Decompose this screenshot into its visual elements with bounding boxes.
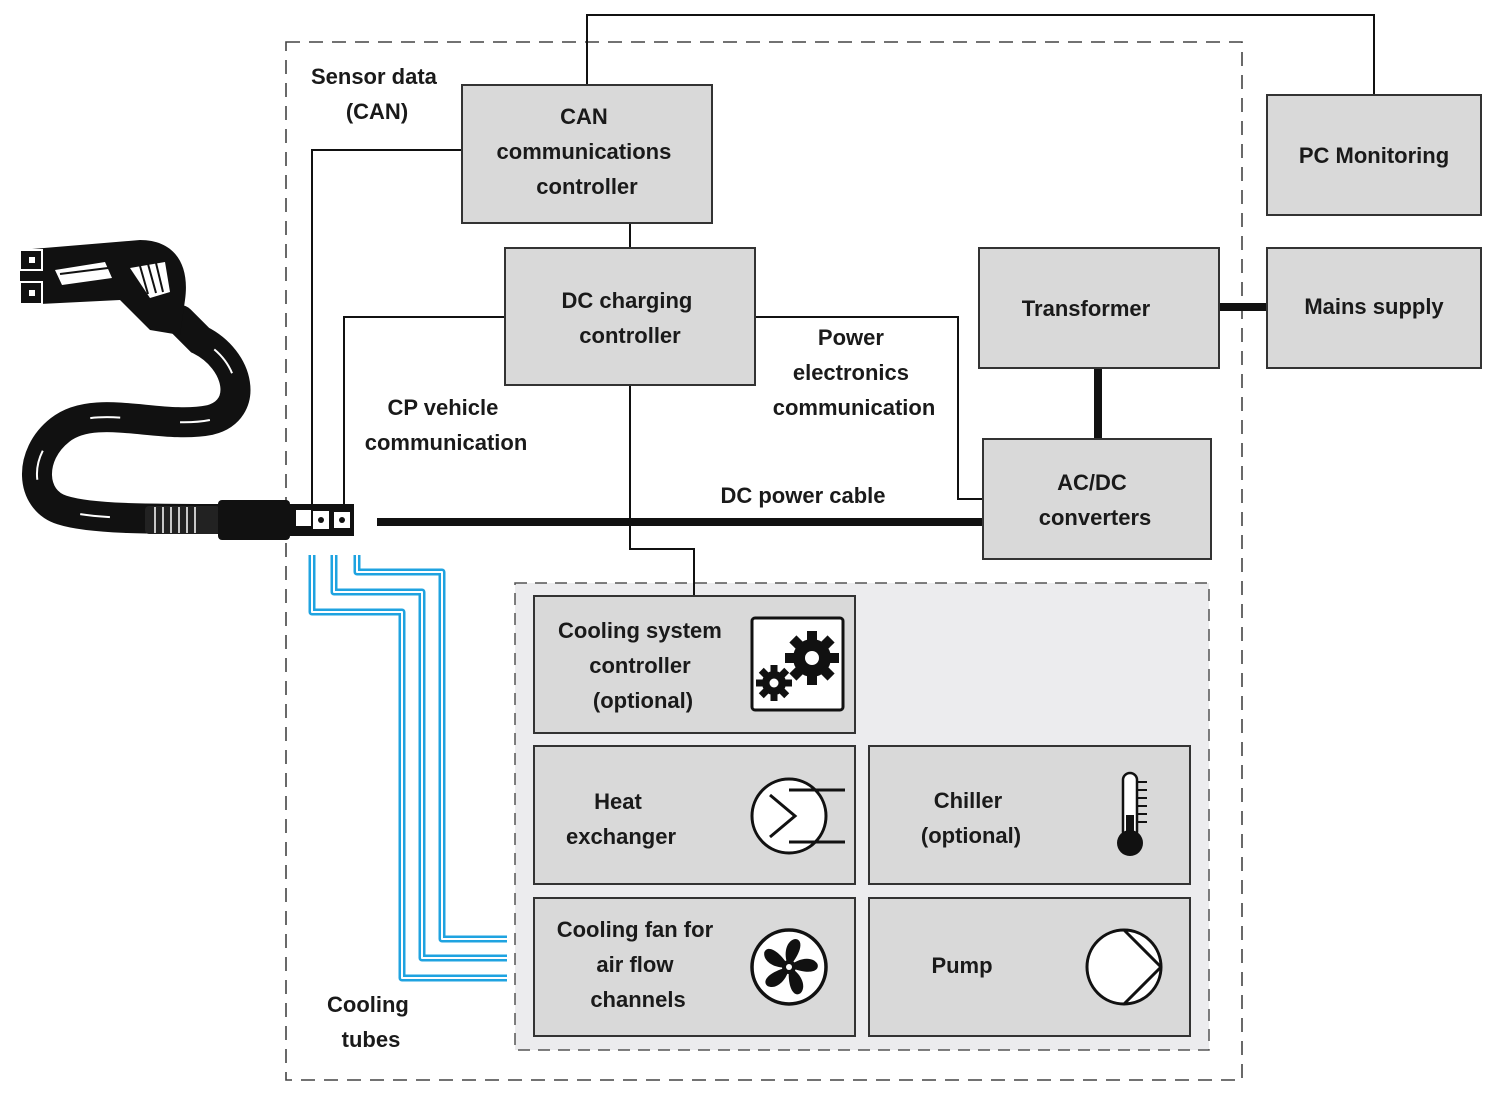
cp-vehicle-label: CP vehicle communication [365, 395, 528, 455]
pc-monitoring-label: PC Monitoring [1299, 143, 1449, 168]
sensor-data-line [311, 149, 462, 505]
power-electronics-label: Power electronics communication [773, 325, 936, 420]
cp-vehicle-line [343, 316, 505, 505]
heat-exchanger-label: Heat exchanger [566, 789, 676, 849]
pump-label: Pump [931, 953, 992, 978]
transformer-label: Transformer [1022, 296, 1151, 321]
cooling-tubes [308, 555, 507, 982]
chiller-box: Chiller (optional) [868, 745, 1191, 885]
transformer-box: Transformer [978, 247, 1220, 369]
sensor-data-label: Sensor data (CAN) [311, 64, 443, 124]
thermometer-icon [1117, 771, 1147, 856]
cooling-fan-label: Cooling fan for air flow channels [557, 917, 720, 1012]
dc-power-cable-label: DC power cable [720, 483, 885, 508]
mains-supply-box: Mains supply [1266, 247, 1482, 369]
cooling-controller-box: Cooling system controller (optional) [533, 595, 856, 734]
mains-supply-label: Mains supply [1304, 294, 1444, 319]
heat-exchanger-box: Heat exchanger [533, 745, 856, 885]
power-electronics-line [755, 316, 983, 500]
cooling-controller-label: Cooling system controller (optional) [558, 618, 728, 713]
pc-monitoring-box: PC Monitoring [1266, 94, 1482, 216]
pump-box: Pump [868, 897, 1191, 1037]
acdc-label: AC/DC converters [1039, 470, 1152, 530]
fan-icon [750, 928, 828, 1006]
heat-exchanger-icon [750, 777, 845, 855]
gears-icon [750, 616, 845, 712]
charging-station-boundary [285, 41, 1243, 1081]
cooling-tube-3 [308, 555, 507, 982]
can-to-pc-line [586, 14, 1375, 95]
charging-plug-icon [19, 240, 354, 540]
power-lines [377, 303, 1267, 526]
dc-charging-label: DC charging controller [562, 288, 699, 348]
signal-lines [311, 14, 1375, 596]
cooling-fan-box: Cooling fan for air flow channels [533, 897, 856, 1037]
pump-icon [1085, 928, 1163, 1006]
can-controller-label: CAN communications controller [497, 104, 678, 199]
cooling-tubes-label: Cooling tubes [327, 992, 415, 1052]
can-controller-box: CAN communications controller [461, 84, 713, 224]
chiller-label: Chiller (optional) [921, 788, 1021, 848]
acdc-converters-box: AC/DC converters [982, 438, 1212, 560]
dc-to-cooling-line [629, 385, 695, 596]
dc-charging-controller-box: DC charging controller [504, 247, 756, 386]
